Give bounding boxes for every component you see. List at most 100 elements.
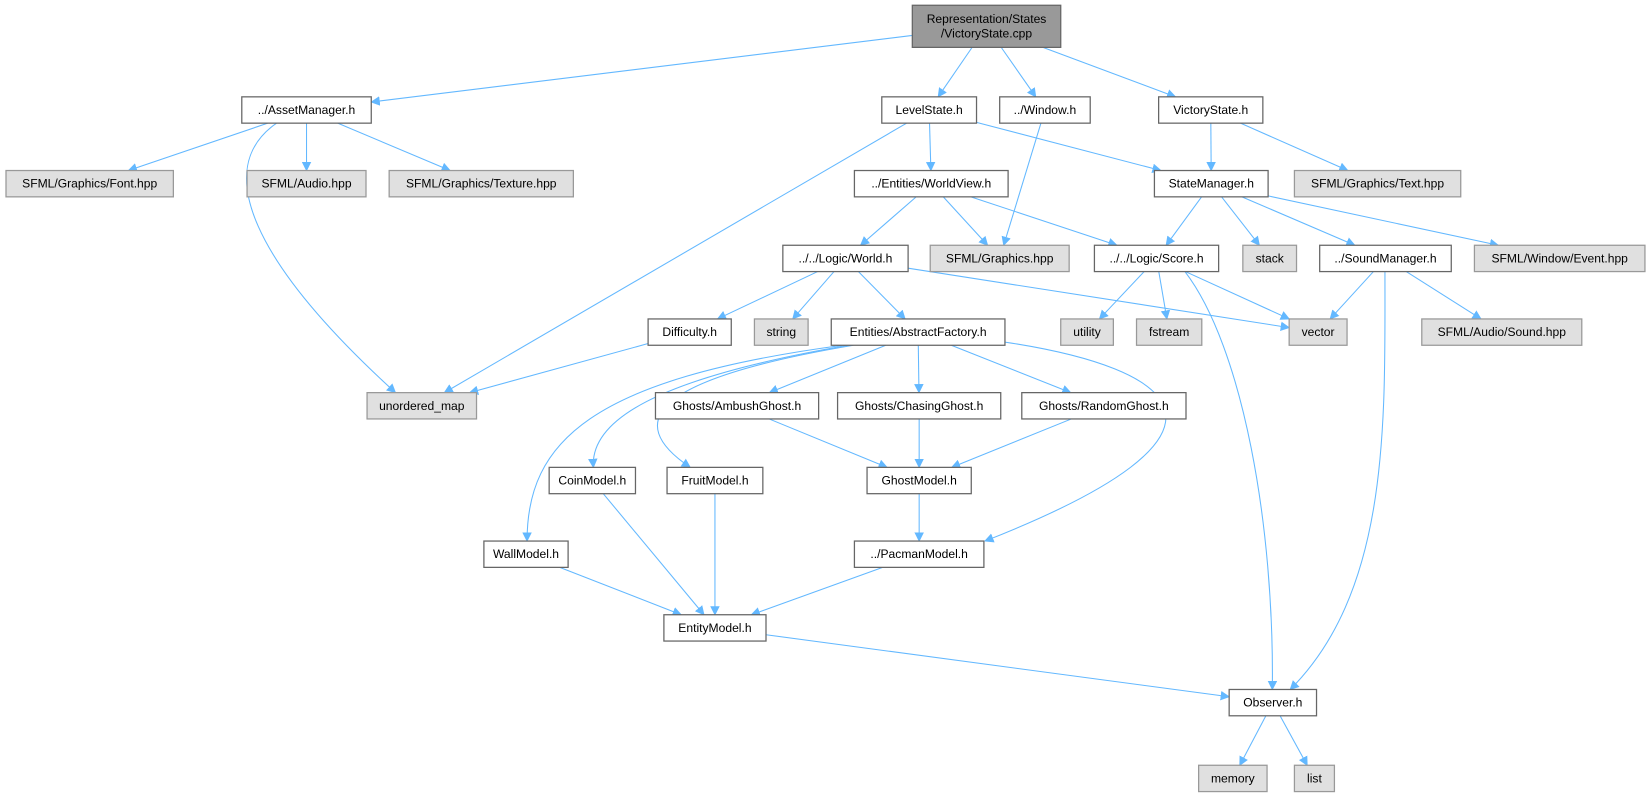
node-box [1293,169,1462,198]
node-root[interactable]: Representation/States/VictoryState.cpp [911,4,1062,48]
node-statemgr[interactable]: StateManager.h [1153,169,1269,198]
edge-score-to-fstream [1158,271,1171,320]
nodes-layer: Representation/States/VictoryState.cpp..… [5,4,1646,793]
node-fruit[interactable]: FruitModel.h [666,466,764,495]
node-level[interactable]: LevelState.h [881,96,978,124]
node-box [1135,318,1203,346]
node-label: CoinModel.h [558,474,626,488]
edge-root-to-window [1000,47,1037,98]
node-box [999,96,1091,124]
edge-factory-to-coin [588,344,849,469]
node-label: ../../Logic/Score.h [1109,251,1203,265]
node-difficulty[interactable]: Difficulty.h [647,318,732,346]
node-font: SFML/Graphics/Font.hpp [5,169,175,198]
node-random[interactable]: Ghosts/RandomGhost.h [1021,392,1187,420]
node-ghost[interactable]: GhostModel.h [866,466,972,495]
edge-ambush-to-ghost [768,418,888,469]
node-label: SFML/Graphics/Font.hpp [22,177,157,191]
node-soundmgr[interactable]: ../SoundManager.h [1319,244,1452,273]
node-chasing[interactable]: Ghosts/ChasingGhost.h [836,392,1002,420]
node-factory[interactable]: Entities/AbstractFactory.h [830,318,1006,346]
node-pacman[interactable]: ../PacmanModel.h [853,540,985,568]
node-string: string [753,318,809,346]
edge-statemgr-to-score [1165,196,1203,247]
node-box [853,169,1009,198]
node-box [830,318,1006,346]
node-box [836,392,1002,420]
edge-statemgr-to-event [1267,195,1500,249]
node-label: SFML/Graphics/Text.hpp [1311,177,1444,191]
node-entity[interactable]: EntityModel.h [663,614,767,642]
node-box [929,244,1070,273]
node-observer[interactable]: Observer.h [1228,688,1318,717]
node-list: list [1293,764,1336,793]
node-label: string [766,325,796,339]
node-label: utility [1073,325,1102,339]
node-label: StateManager.h [1169,177,1254,191]
edge-level-to-umap [443,122,907,394]
node-label: ../PacmanModel.h [870,547,967,561]
node-wall[interactable]: WallModel.h [483,540,569,568]
node-label: Observer.h [1243,696,1302,710]
node-coin[interactable]: CoinModel.h [548,466,637,495]
edge-world-to-difficulty [716,271,818,320]
node-label: /VictoryState.cpp [941,27,1032,41]
node-label: fstream [1149,325,1189,339]
node-box [366,392,478,420]
node-box [548,466,637,495]
node-score[interactable]: ../../Logic/Score.h [1093,244,1220,273]
node-box [1319,244,1452,273]
node-box [1093,244,1220,273]
node-label: list [1307,771,1322,785]
node-ambush[interactable]: Ghosts/AmbushGhost.h [654,392,820,420]
node-label: ../Window.h [1014,103,1077,117]
edge-score-to-observer [1184,271,1278,691]
edge-pacman-to-entity [750,566,883,617]
edge-factory-to-pacman [984,341,1167,543]
node-box [881,96,978,124]
edge-soundmgr-to-sound [1405,271,1482,320]
node-box [1293,764,1336,793]
node-box [647,318,732,346]
node-label: ../AssetManager.h [258,103,355,117]
edge-score-to-vector [1185,271,1291,320]
node-victory[interactable]: VictoryState.h [1158,96,1264,124]
edge-level-to-statemgr [976,121,1162,173]
edge-worldview-to-graphics [942,196,989,246]
node-asset[interactable]: ../AssetManager.h [241,96,372,124]
edge-observer-to-memory [1239,715,1267,767]
node-box [663,614,767,642]
node-utility: utility [1060,318,1114,346]
node-box [1021,392,1187,420]
edge-root-to-asset [370,34,913,106]
edge-coin-to-entity [602,493,705,616]
node-world[interactable]: ../../Logic/World.h [782,244,909,273]
edge-factory-to-chasing [914,345,924,394]
node-stack: stack [1242,244,1298,273]
edge-window-to-graphics [1001,123,1042,247]
node-text: SFML/Graphics/Text.hpp [1293,169,1462,198]
edge-worldview-to-world [859,196,917,246]
node-worldview[interactable]: ../Entities/WorldView.h [853,169,1009,198]
node-label: WallModel.h [493,547,559,561]
node-box [1060,318,1114,346]
node-label: Entities/AbstractFactory.h [850,325,987,339]
edge-random-to-ghost [950,418,1072,469]
edge-root-to-level [937,47,973,98]
node-window[interactable]: ../Window.h [999,96,1091,124]
node-box [666,466,764,495]
node-label: Difficulty.h [662,325,717,339]
node-label: LevelState.h [896,103,963,117]
edge-asset-to-umap [246,122,397,394]
edge-statemgr-to-soundmgr [1241,196,1356,247]
edge-root-to-victory [1042,46,1177,99]
edge-world-to-vector [908,267,1291,331]
edge-soundmgr-to-observer [1289,271,1386,691]
edges-layer [127,34,1500,767]
edge-observer-to-list [1279,715,1308,767]
node-label: SFML/Graphics.hpp [946,251,1054,265]
node-label: Ghosts/RandomGhost.h [1039,399,1169,413]
node-label: ../../Logic/World.h [799,251,893,265]
node-label: VictoryState.h [1173,103,1248,117]
edge-factory-to-random [951,344,1072,394]
